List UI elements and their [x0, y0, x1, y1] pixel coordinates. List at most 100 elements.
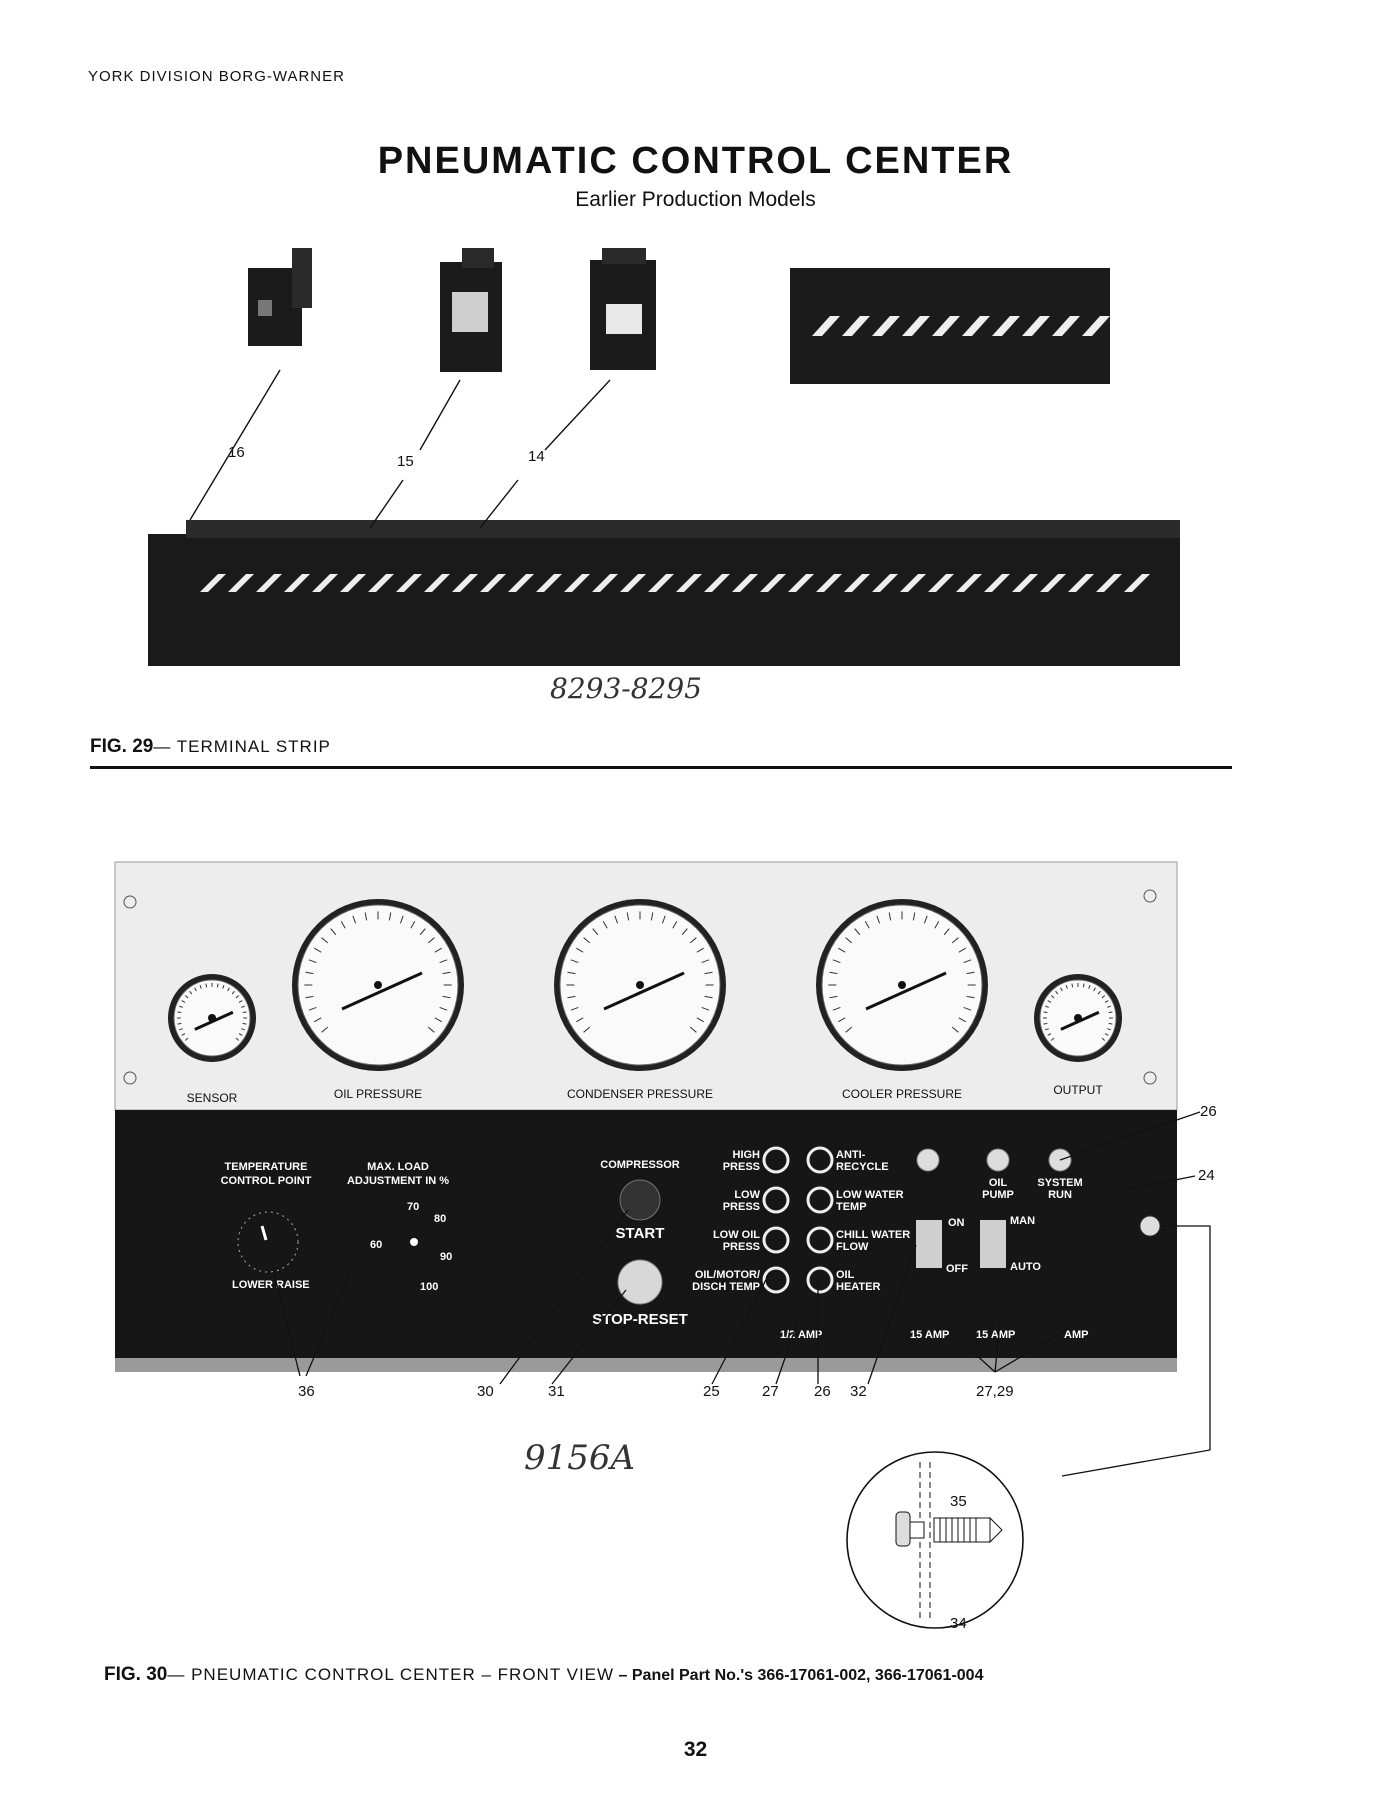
- indicator-label: FLOW: [836, 1241, 869, 1253]
- label-auto: AUTO: [1010, 1261, 1041, 1273]
- indicator-label: LOW WATER: [836, 1189, 904, 1201]
- terminal-slot: [228, 574, 254, 592]
- terminal-slot: [956, 574, 982, 592]
- svg-text:60: 60: [370, 1239, 382, 1251]
- terminal-slot: [508, 574, 534, 592]
- pressure-gauge: [292, 899, 464, 1071]
- terminal-slot: [396, 574, 422, 592]
- callout-27-29: 27,29: [976, 1383, 1014, 1400]
- temperature-dial: [237, 1211, 299, 1273]
- label-fuse-15b: 15 AMP: [976, 1329, 1015, 1341]
- gauge-label-sensor: SENSOR: [187, 1091, 238, 1105]
- indicator-label: OIL: [836, 1269, 855, 1281]
- terminal-slot: [902, 316, 930, 336]
- indicator-label: TEMP: [836, 1201, 867, 1213]
- label-temperature: TEMPERATURE: [225, 1161, 308, 1173]
- terminal-slot: [1082, 316, 1110, 336]
- label-max-load: MAX. LOAD: [367, 1161, 429, 1173]
- fig29-callout-15: 15: [397, 453, 414, 470]
- terminal-slot: [760, 574, 786, 592]
- indicator-light: [762, 1266, 790, 1294]
- label-control-point: CONTROL POINT: [221, 1175, 312, 1187]
- callout-35: 35: [950, 1493, 967, 1510]
- indicator-light: [762, 1186, 790, 1214]
- max-load-dial: 60 70 80 90 100: [370, 1201, 452, 1293]
- terminal-slot: [368, 574, 394, 592]
- pressure-gauge: [554, 899, 726, 1071]
- fig30-caption-text: — PNEUMATIC CONTROL CENTER – FRONT VIEW: [167, 1665, 615, 1684]
- callout-26-upper: 26: [1200, 1103, 1217, 1120]
- light-unlabeled: [916, 1148, 940, 1172]
- terminal-slot: [872, 316, 900, 336]
- section-divider: [90, 766, 1232, 769]
- terminal-slot: [1022, 316, 1050, 336]
- page-subtitle: Earlier Production Models: [575, 188, 816, 211]
- indicator-label: RECYCLE: [836, 1161, 889, 1173]
- terminal-slot: [872, 574, 898, 592]
- svg-text:90: 90: [440, 1251, 452, 1263]
- terminal-block-15: [440, 248, 502, 372]
- page-title: PNEUMATIC CONTROL CENTER: [377, 140, 1014, 182]
- label-stop-reset: STOP-RESET: [592, 1311, 688, 1328]
- indicator-light: [806, 1186, 834, 1214]
- callout-31: 31: [548, 1383, 565, 1400]
- indicator-light: [762, 1226, 790, 1254]
- callout-30: 30: [477, 1383, 494, 1400]
- gauge-label-condenser-pressure: CONDENSER PRESSURE: [567, 1087, 713, 1101]
- label-pump: PUMP: [982, 1189, 1014, 1201]
- label-compressor: COMPRESSOR: [600, 1159, 680, 1171]
- fig29-callout-14: 14: [528, 448, 545, 465]
- indicator-label: PRESS: [723, 1161, 760, 1173]
- indicator-light: [762, 1146, 790, 1174]
- terminal-slot: [962, 316, 990, 336]
- gauges: [168, 899, 1122, 1071]
- terminal-slot: [788, 574, 814, 592]
- terminal-slot: [256, 574, 282, 592]
- terminal-slot: [1052, 316, 1080, 336]
- indicator-light: [806, 1266, 834, 1294]
- indicator-label: LOW: [734, 1189, 760, 1201]
- terminal-slot: [536, 574, 562, 592]
- on-off-switch: [916, 1220, 942, 1268]
- indicator-label: PRESS: [723, 1201, 760, 1213]
- terminal-slot: [1040, 574, 1066, 592]
- terminal-slot: [1068, 574, 1094, 592]
- fig30-number: FIG. 30: [104, 1664, 168, 1685]
- indicator-label: CHILL WATER: [836, 1229, 910, 1241]
- pressure-gauge: [168, 974, 256, 1062]
- indicator-label: OIL/MOTOR/: [695, 1269, 760, 1281]
- terminal-slot: [564, 574, 590, 592]
- terminal-slot: [932, 316, 960, 336]
- label-raise: RAISE: [276, 1279, 310, 1291]
- terminal-slot: [1012, 574, 1038, 592]
- gauge-label-output: OUTPUT: [1053, 1083, 1103, 1097]
- terminal-block-14: [590, 248, 656, 370]
- terminal-slot: [704, 574, 730, 592]
- man-auto-switch: [980, 1220, 1006, 1268]
- start-button: [619, 1179, 661, 1221]
- indicator-label: DISCH TEMP: [692, 1281, 760, 1293]
- temperature-dial-pointer: [260, 1225, 268, 1241]
- label-oil: OIL: [989, 1177, 1008, 1189]
- fig29-caption-text: — TERMINAL STRIP: [153, 737, 331, 756]
- terminal-slot: [900, 574, 926, 592]
- fig30-part-numbers: – Panel Part No.'s 366-17061-002, 366-17…: [614, 1667, 984, 1684]
- fig29-caption: FIG. 29— TERMINAL STRIP: [90, 736, 331, 758]
- indicator-light: [806, 1226, 834, 1254]
- callout-25: 25: [703, 1383, 720, 1400]
- label-off: OFF: [946, 1263, 968, 1275]
- terminal-slot: [648, 574, 674, 592]
- svg-text:80: 80: [434, 1213, 446, 1225]
- callout-34: 34: [950, 1615, 967, 1632]
- terminal-slot: [984, 574, 1010, 592]
- indicator-label: PRESS: [723, 1241, 760, 1253]
- light-oil-pump: [986, 1148, 1010, 1172]
- terminal-slot: [816, 574, 842, 592]
- terminal-slot: [1096, 574, 1122, 592]
- terminal-slot: [842, 316, 870, 336]
- terminal-slot: [1124, 574, 1150, 592]
- svg-text:100: 100: [420, 1281, 438, 1293]
- terminal-slot: [620, 574, 646, 592]
